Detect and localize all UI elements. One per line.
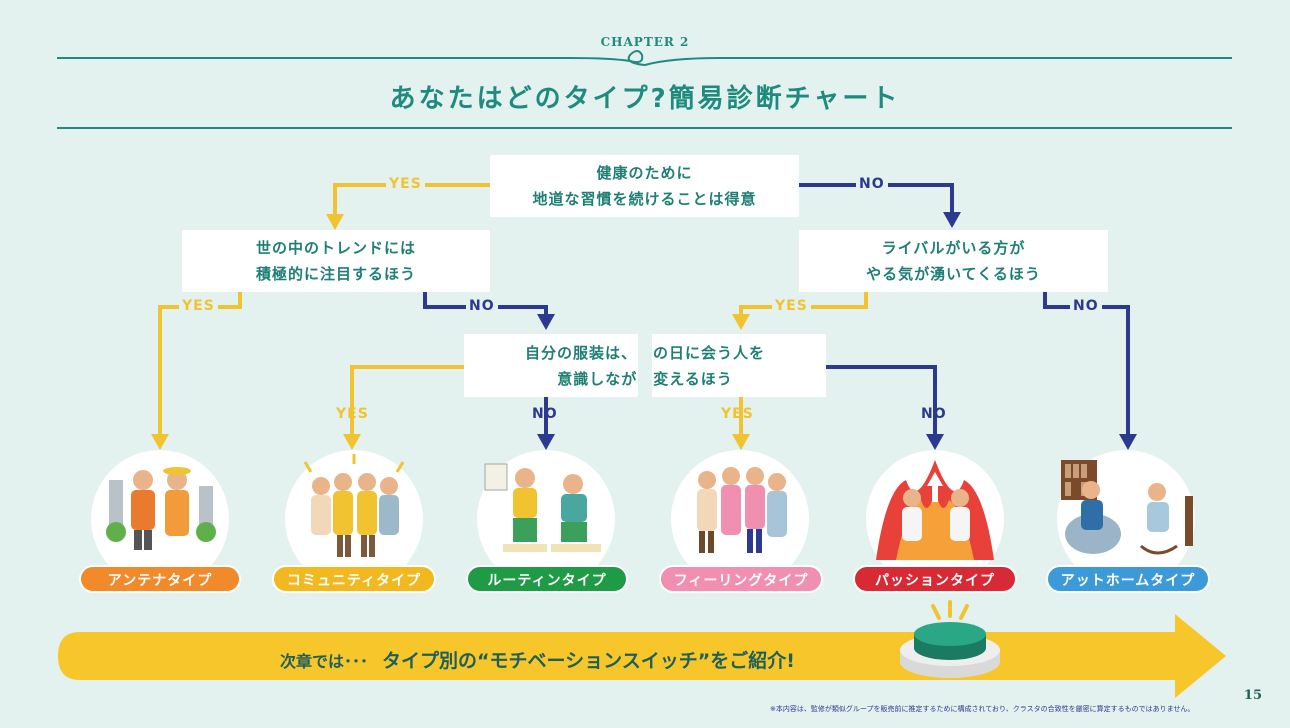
yes-label: YES xyxy=(721,406,754,422)
question-box-trends: 世の中のトレンドには 積極的に注目するほう xyxy=(182,230,490,292)
no-label: NO xyxy=(532,406,558,422)
title-underline xyxy=(57,127,1232,129)
banner-text: 次章では･･･ タイプ別の“モチベーションスイッチ”をご紹介! xyxy=(280,646,795,673)
yes-label: YES xyxy=(336,406,369,422)
no-label: NO xyxy=(1070,298,1102,314)
q1-no-arrowhead xyxy=(943,212,961,228)
chapter-label: CHAPTER 2 xyxy=(600,35,690,49)
question-line: 健康のために xyxy=(596,164,693,182)
question-line: 世の中のトレンドには xyxy=(255,239,416,257)
page-title: あなたはどのタイプ?簡易診断チャート xyxy=(389,84,901,114)
no-label: NO xyxy=(921,406,947,422)
banner-main: タイプ別の“モチベーションスイッチ”をご紹介! xyxy=(382,650,795,672)
type-pill-feeling: フィーリングタイプ xyxy=(659,565,823,593)
type-pill-passion: パッションタイプ xyxy=(853,565,1017,593)
question-line: 積極的に注目するほう xyxy=(255,265,416,283)
q4a-no-arrowhead xyxy=(537,434,555,450)
q4b-yes-arrowhead xyxy=(732,434,750,450)
q4b-no-arrowhead xyxy=(926,434,944,450)
header-loop-ornament xyxy=(569,50,721,67)
q4b-no-line xyxy=(826,365,937,436)
question-line: 地道な習慣を続けることは得意 xyxy=(532,190,757,208)
q1-yes-line xyxy=(333,183,490,216)
q3-no-arrowhead xyxy=(1119,434,1137,450)
q2-no-arrowhead xyxy=(537,314,555,330)
header-rule-right xyxy=(716,57,1232,59)
footnote: ※本内容は、監修が類似グループを販売前に推定するために構成されており、クラスタの… xyxy=(770,705,1195,713)
page-number: 15 xyxy=(1243,688,1262,703)
type-pill-antenna: アンテナタイプ xyxy=(79,565,241,593)
type-pill-community: コミュニティタイプ xyxy=(272,565,436,593)
type-pill-athome: アットホームタイプ xyxy=(1046,565,1210,593)
yes-label: YES xyxy=(179,298,218,314)
question-box-health-habits: 健康のために 地道な習慣を続けることは得意 xyxy=(490,155,799,217)
q3-yes-arrowhead xyxy=(732,314,750,330)
question-box-divider xyxy=(638,334,652,397)
header-rule-left xyxy=(57,57,570,59)
type-pill-routine: ルーティンタイプ xyxy=(466,565,628,593)
q1-yes-arrowhead xyxy=(326,214,344,230)
q1-no-line xyxy=(799,183,954,214)
no-label: NO xyxy=(466,298,498,314)
question-line: ライバルがいる方が xyxy=(881,239,1026,257)
switch-button-icon xyxy=(900,600,1000,678)
banner-lead: 次章では･･･ xyxy=(280,652,369,671)
q2-yes-arrowhead xyxy=(151,434,169,450)
q4a-yes-line xyxy=(350,365,464,436)
yes-label: YES xyxy=(386,176,425,192)
yes-label: YES xyxy=(772,298,811,314)
no-label: NO xyxy=(856,176,888,192)
question-box-rival: ライバルがいる方が やる気が湧いてくるほう xyxy=(799,230,1108,292)
q4a-yes-arrowhead xyxy=(343,434,361,450)
question-line: やる気が湧いてくるほう xyxy=(866,265,1041,283)
